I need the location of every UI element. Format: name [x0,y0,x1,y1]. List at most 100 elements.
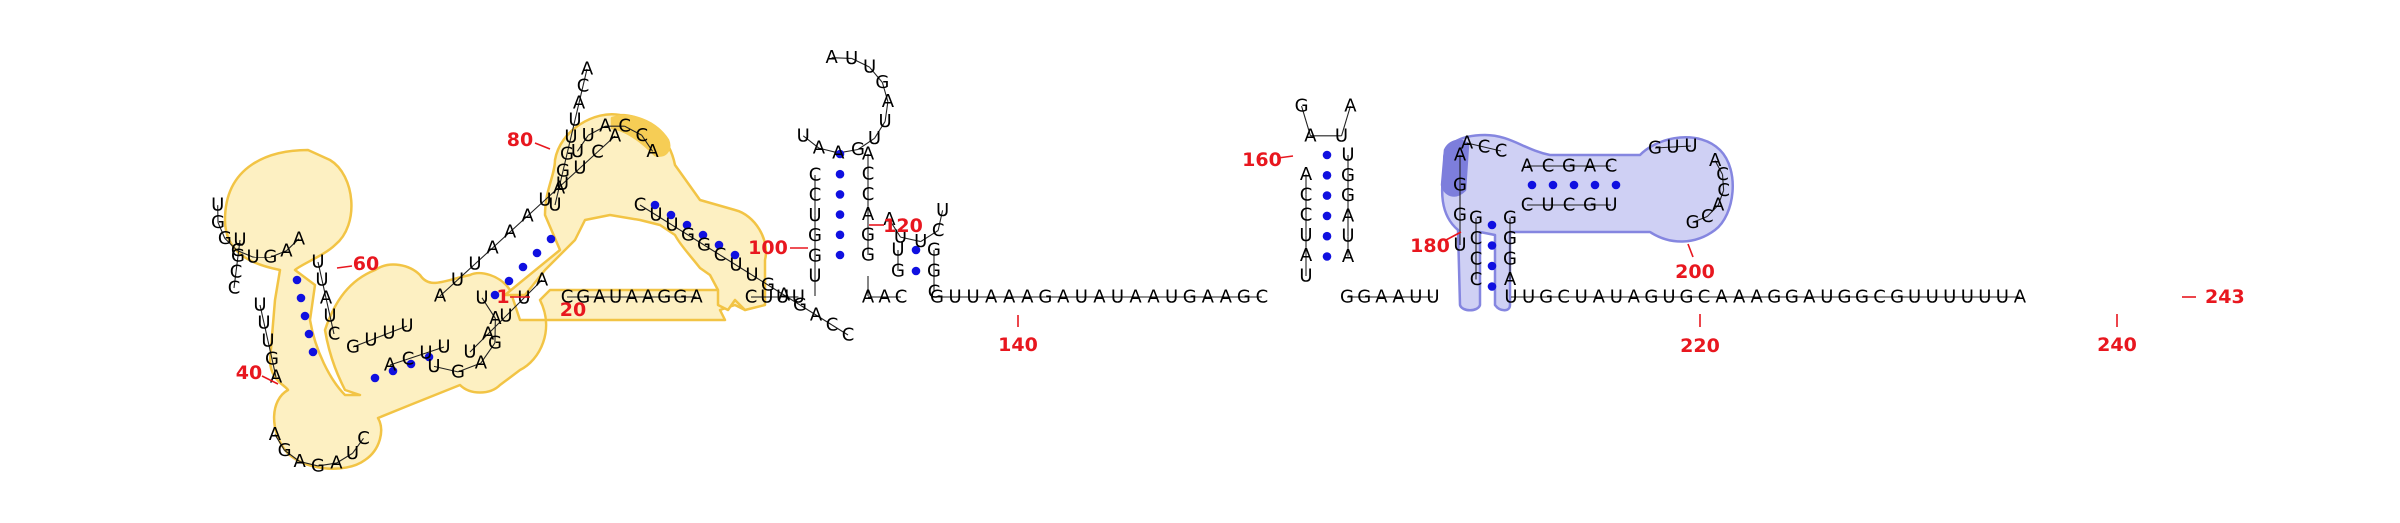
nucleotide-106: A [1521,156,1534,177]
nucleotide-149: U [1926,287,1939,308]
nucleotide-94: U [1453,235,1466,256]
nucleotide-182: U [346,443,359,464]
nucleotide-234: C [714,245,727,266]
nucleotide-42: A [883,209,896,230]
nucleotide-58: U [1075,287,1088,308]
nucleotide-227: C [635,125,648,146]
nucleotide-165: C [230,262,243,283]
nucleotide-93: G [1453,205,1467,226]
nucleotide-153: U [1996,287,2009,308]
nucleotide-222: A [581,59,594,80]
nucleotide-147: G [1890,287,1904,308]
nucleotide-217: G [560,144,574,165]
nucleotide-32: C [862,164,875,185]
nucleotide-209: U [538,190,551,211]
nucleotide-110: C [1605,156,1618,177]
base-pair-39 [666,210,676,220]
nucleotide-193: A [482,324,495,345]
nucleotide-10: C [745,287,758,308]
base-pair-1 [835,149,845,159]
nucleotide-178: G [278,440,292,461]
nucleotide-131: U [1610,287,1623,308]
nucleotide-163: U [233,230,246,251]
nucleotide-75: G [1295,96,1309,117]
nucleotide-104: C [1478,137,1491,158]
base-pair-13 [1322,231,1332,241]
nucleotide-72: C [1300,205,1313,226]
nucleotide-27: G [875,72,889,93]
index-tick-200 [1687,243,1694,258]
nucleotide-66: A [1220,287,1233,308]
nucleotide-76: A [1304,125,1317,146]
nucleotide-121: U [1541,195,1554,216]
nucleotide-216: G [556,161,570,182]
index-tick-60 [336,265,353,269]
nucleotide-240: A [810,305,823,326]
nucleotide-190: U [419,343,432,364]
highlight-blue-right [1440,133,1734,312]
nucleotide-82: A [1342,205,1355,226]
nucleotide-232: G [681,225,695,246]
nucleotide-192: U [463,342,476,363]
nucleotide-47: G [927,240,941,261]
nucleotide-239: G [793,295,807,316]
nucleotide-41: U [891,240,904,261]
nucleotide-49: C [928,282,941,303]
nucleotide-200: G [488,332,502,353]
nucleotide-9: A [690,287,703,308]
base-pair-16 [1487,241,1497,250]
nucleotide-28: U [863,57,876,78]
nucleotide-231: U [665,215,678,236]
nucleotide-83: U [1341,226,1354,247]
nucleotide-237: G [761,275,775,296]
nucleotide-96: C [1470,228,1483,249]
nucleotide-202: U [475,287,488,308]
nucleotide-48: G [927,261,941,282]
nucleotide-212: C [591,142,604,163]
base-pair-28 [308,347,318,357]
nucleotide-80: G [1341,165,1355,186]
highlight-blue-strong [1440,139,1470,197]
nucleotide-18: C [809,185,822,206]
nucleotide-191: U [437,337,450,358]
nucleotide-172: U [311,252,324,273]
nucleotide-169: U [261,331,274,352]
nucleotide-168: U [257,313,270,334]
nucleotide-57: A [1057,287,1070,308]
nucleotide-37: A [862,287,875,308]
base-pair-14 [1322,252,1332,261]
nucleotide-102: A [1504,269,1517,290]
nucleotide-17: U [808,205,821,226]
nucleotide-156: G [211,212,225,233]
nucleotide-52: U [967,287,980,308]
nucleotide-155: U [211,195,224,216]
nucleotide-148: U [1908,287,1921,308]
nucleotide-109: A [1584,156,1597,177]
base-pair-34 [504,276,514,286]
nucleotide-226: C [618,116,631,137]
nucleotide-61: A [1129,287,1142,308]
nucleotide-194: U [499,306,512,327]
nucleotide-235: U [729,255,742,276]
nucleotide-12: U [776,287,789,308]
nucleotide-69: U [1299,266,1312,287]
index-label-20: 20 [560,299,586,321]
nucleotide-36: G [861,245,875,266]
nucleotide-15: G [808,245,822,266]
base-pair-2 [835,169,845,179]
nucleotide-201: A [489,308,502,329]
nucleotide-181: A [330,453,343,474]
index-tick-160 [1277,155,1294,159]
nucleotide-123: G [1583,195,1597,216]
nucleotide-154: A [2014,287,2027,308]
nucleotide-4: U [609,287,622,308]
nucleotide-95: G [1469,208,1483,229]
nucleotide-85: G [1340,287,1354,308]
nucleotide-161: A [280,240,293,261]
nucleotide-224: U [582,125,595,146]
nucleotide-112: U [1666,137,1679,158]
nucleotide-13: U [792,287,805,308]
base-pair-22 [1590,180,1600,190]
nucleotide-133: G [1644,287,1658,308]
